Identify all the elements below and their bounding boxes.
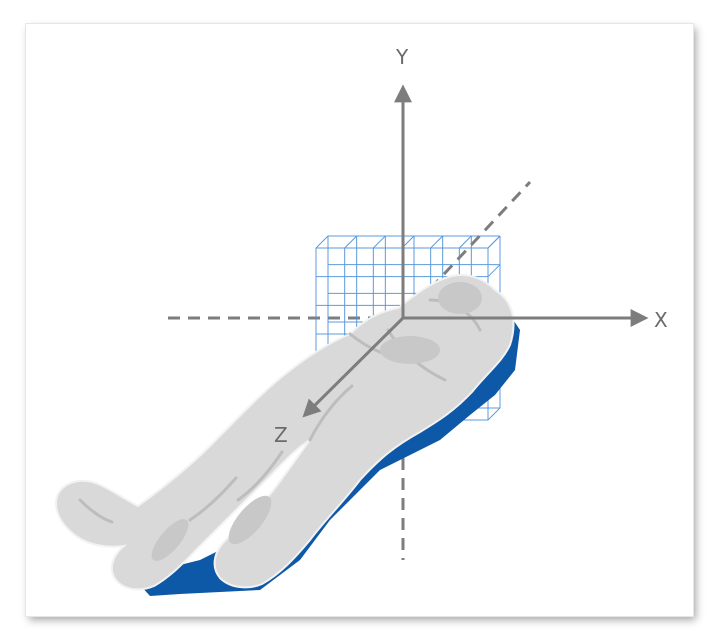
supine-human-figure-icon — [55, 274, 520, 596]
solid-axes — [302, 84, 649, 418]
grid-line — [487, 264, 501, 278]
grid-line — [487, 235, 501, 249]
z-axis — [302, 316, 405, 418]
grid-line — [430, 235, 444, 249]
y-axis-label: Y — [395, 45, 409, 69]
z-axis-label: Z — [274, 423, 288, 447]
grid-line — [458, 235, 472, 249]
grid-line — [487, 407, 501, 421]
grid-line — [315, 235, 329, 249]
figure-highlights — [151, 282, 482, 561]
grid-line — [372, 235, 386, 249]
x-axis-label: X — [654, 308, 668, 332]
grid-line — [344, 235, 358, 249]
